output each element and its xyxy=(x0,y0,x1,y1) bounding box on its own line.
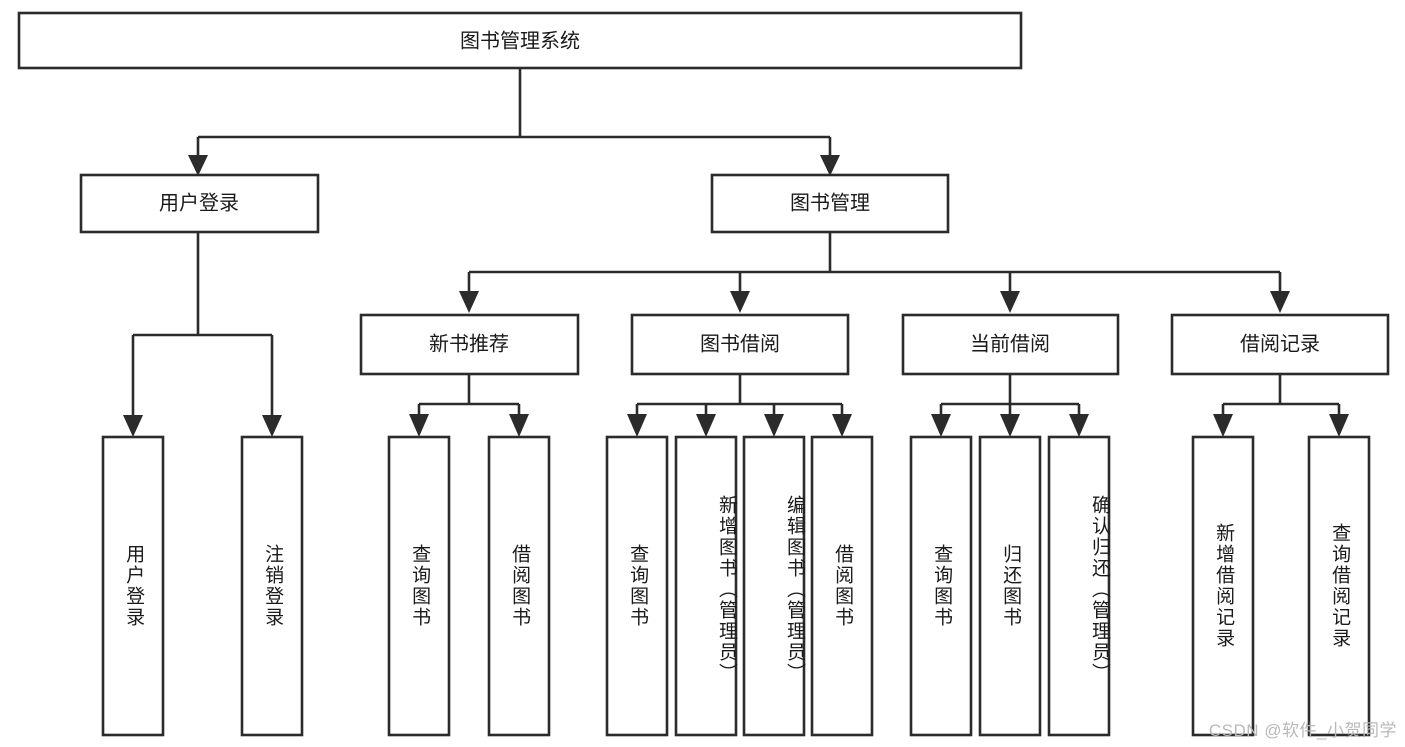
node-current-borrow[interactable]: 当前借阅 xyxy=(901,313,1120,376)
connector-user-login-to-leaves xyxy=(123,232,282,437)
connector-new-book-recommend-to-leaves xyxy=(409,375,529,437)
node-book-borrow-label: 图书借阅 xyxy=(700,332,780,355)
node-book-borrow[interactable]: 图书借阅 xyxy=(630,313,850,376)
node-root-title-label: 图书管理系统 xyxy=(460,29,580,52)
leaf-box-add-book[interactable] xyxy=(674,435,738,737)
node-root-title[interactable]: 图书管理系统 xyxy=(17,11,1023,70)
node-current-borrow-label: 当前借阅 xyxy=(970,332,1050,355)
leaf-box-query-book-3[interactable] xyxy=(909,435,973,737)
leaf-box-logout-login[interactable] xyxy=(240,435,304,737)
node-new-book-recommend[interactable]: 新书推荐 xyxy=(359,313,580,376)
leaf-box-query-record[interactable] xyxy=(1307,435,1371,737)
leaf-box-query-book-1[interactable] xyxy=(387,435,451,737)
node-new-book-recommend-label: 新书推荐 xyxy=(429,332,509,355)
connector-book-manage-to-level3 xyxy=(459,232,1290,313)
connector-book-borrow-to-leaves xyxy=(627,375,852,437)
node-borrow-record-label: 借阅记录 xyxy=(1240,332,1320,355)
node-user-login-label: 用户登录 xyxy=(159,191,239,214)
node-book-manage-label: 图书管理 xyxy=(790,191,870,214)
connector-root-to-level2 xyxy=(188,68,840,176)
leaf-box-confirm-return[interactable] xyxy=(1047,435,1111,737)
leaf-box-borrow-book-1[interactable] xyxy=(487,435,551,737)
leaf-box-add-record[interactable] xyxy=(1191,435,1255,737)
node-user-login[interactable]: 用户登录 xyxy=(79,173,320,234)
csdn-watermark: CSDN @软件_小贺同学 xyxy=(1208,721,1397,740)
node-book-manage[interactable]: 图书管理 xyxy=(710,173,950,234)
leaf-box-return-book[interactable] xyxy=(978,435,1042,737)
node-borrow-record[interactable]: 借阅记录 xyxy=(1170,313,1390,376)
leaf-box-query-book-2[interactable] xyxy=(605,435,669,737)
connector-borrow-record-to-leaves xyxy=(1213,375,1349,437)
leaf-box-user-login[interactable] xyxy=(101,435,165,737)
leaf-boxes xyxy=(101,435,1371,737)
connector-current-borrow-to-leaves xyxy=(931,375,1089,437)
leaf-box-edit-book[interactable] xyxy=(742,435,806,737)
leaf-box-borrow-book-2[interactable] xyxy=(810,435,874,737)
